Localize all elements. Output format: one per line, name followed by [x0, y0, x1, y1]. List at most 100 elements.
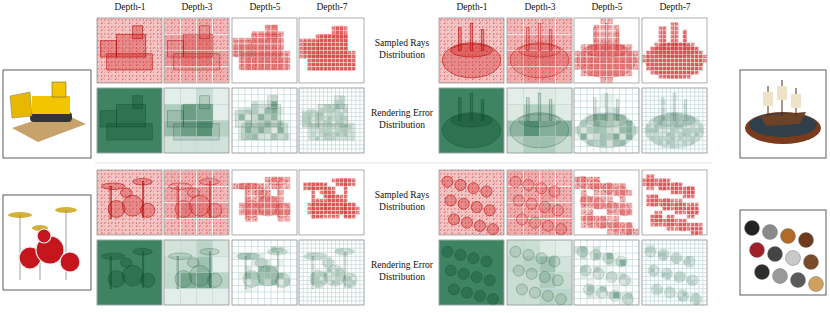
error-cell	[323, 88, 327, 92]
error-cell	[633, 114, 640, 121]
error-cell	[356, 145, 360, 149]
error-cell	[245, 95, 252, 102]
object-silhouette	[255, 188, 267, 197]
error-cell	[654, 108, 658, 112]
sampled-rays-panel	[439, 18, 504, 83]
panel-ground	[232, 88, 297, 153]
error-cell	[271, 240, 278, 247]
error-cell	[284, 114, 291, 121]
error-cell	[642, 88, 646, 92]
error-cell	[646, 116, 650, 120]
error-cell	[633, 140, 640, 147]
error-cell	[258, 88, 265, 95]
error-cell	[352, 116, 356, 120]
error-cell	[356, 108, 360, 112]
error-cell	[360, 137, 364, 141]
error-cell	[291, 88, 298, 95]
sampled-rays-panel	[642, 18, 707, 83]
error-cell	[291, 279, 298, 286]
error-cell	[271, 299, 278, 306]
error-cell	[703, 96, 707, 100]
error-cell	[670, 149, 674, 153]
object-silhouette	[302, 41, 318, 57]
error-cell	[699, 104, 703, 108]
error-cell	[232, 299, 239, 306]
error-cell	[695, 104, 699, 108]
error-cell	[232, 147, 239, 154]
error-cell	[291, 121, 298, 128]
object-silhouette	[167, 41, 183, 57]
error-cell	[232, 266, 239, 273]
object-silhouette	[549, 100, 552, 121]
error-cell	[439, 88, 504, 153]
error-cell	[679, 108, 683, 112]
error-cell	[574, 101, 581, 108]
error-cell	[245, 247, 252, 254]
error-cell	[265, 286, 272, 293]
error-cell	[344, 145, 348, 149]
error-cell	[245, 101, 252, 108]
panel-frame	[164, 88, 229, 153]
error-cell	[356, 88, 360, 92]
error-cell	[675, 88, 679, 92]
panel-ground	[574, 88, 639, 153]
ray-density	[180, 18, 196, 34]
error-cell	[687, 108, 691, 112]
error-cell	[252, 247, 259, 254]
object-silhouette	[120, 188, 132, 197]
error-cell	[687, 149, 691, 153]
error-cell	[658, 149, 662, 153]
error-cell	[360, 112, 364, 116]
error-cell	[650, 96, 654, 100]
object-silhouette	[143, 252, 144, 288]
error-cell	[703, 100, 707, 104]
ray-cell	[213, 34, 229, 50]
error-cell	[642, 100, 646, 104]
object-silhouette	[257, 265, 278, 286]
error-cell	[252, 88, 259, 95]
error-cell	[252, 147, 259, 154]
object-silhouette	[122, 195, 143, 216]
error-cell	[291, 260, 298, 267]
error-cell	[699, 149, 703, 153]
ray-cell	[97, 170, 162, 235]
error-cell	[587, 147, 594, 154]
error-cell	[626, 95, 633, 102]
panel-frame	[507, 18, 572, 83]
error-cell	[239, 95, 246, 102]
panel-ground	[299, 170, 364, 235]
error-cell	[650, 88, 654, 92]
error-cell	[662, 149, 666, 153]
error-cell	[642, 104, 646, 108]
object-silhouette	[594, 98, 597, 121]
error-cell	[642, 145, 646, 149]
error-cell	[303, 88, 307, 92]
error-cell	[642, 137, 646, 141]
error-cell	[97, 88, 162, 153]
error-cell	[348, 104, 352, 108]
error-cell	[703, 121, 707, 125]
error-cell	[340, 88, 344, 92]
error-cell	[523, 88, 539, 104]
error-cell	[315, 92, 319, 96]
object-silhouette	[538, 93, 541, 120]
error-cell	[587, 95, 594, 102]
panel-ground	[232, 18, 297, 83]
error-cell	[642, 96, 646, 100]
error-cell	[291, 114, 298, 121]
panel-frame	[574, 88, 639, 153]
error-cell	[658, 92, 662, 96]
ray-density	[213, 186, 229, 202]
object-silhouette	[237, 253, 260, 260]
error-cell	[356, 137, 360, 141]
error-cell	[232, 286, 239, 293]
error-cell	[303, 96, 307, 100]
panel-ground	[439, 88, 504, 153]
error-cell	[352, 96, 356, 100]
object-silhouette	[459, 28, 462, 51]
ray-cell	[540, 18, 556, 34]
error-cell	[197, 289, 213, 305]
error-cell	[679, 104, 683, 108]
object-silhouette	[133, 96, 143, 109]
error-cell	[352, 100, 356, 104]
